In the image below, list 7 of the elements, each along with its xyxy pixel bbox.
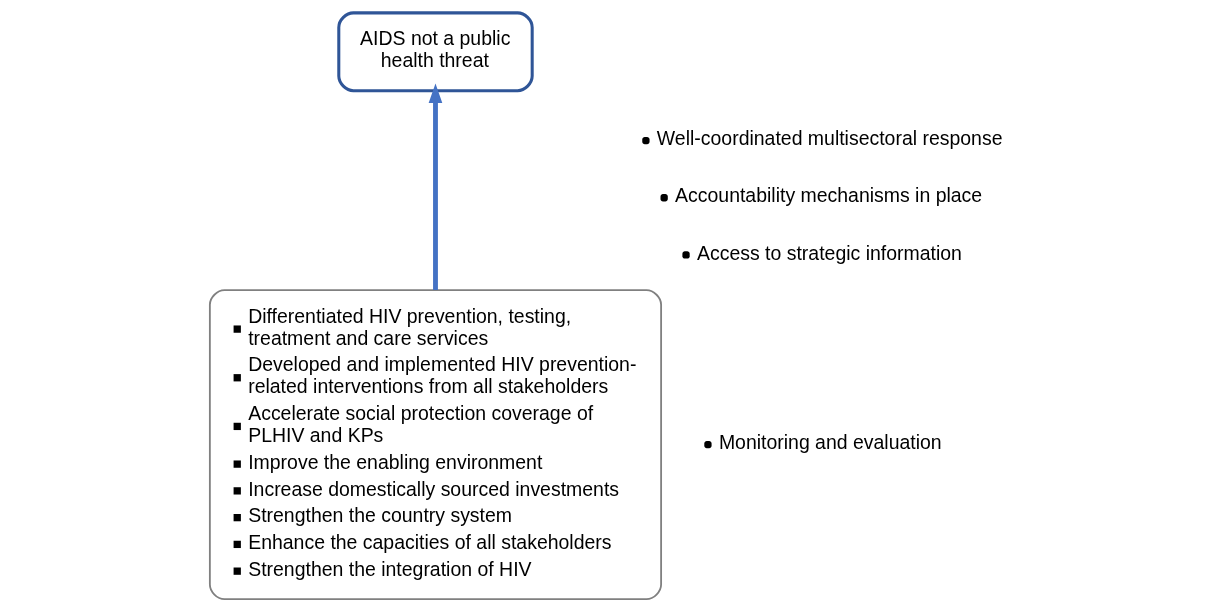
arrow: [428, 83, 443, 290]
node-box: Differentiated HIV prevention, testing, treatment and care services Developed and implemented HIV prevention-related interventions from all stakeholders Accelerate social protection coverage of PLHIV and KPs Improve the enabling environment Increase domestically sourced investments Strengthen the country system Enhance the capacities of all stakeholders Strengthen the integration of HIV: [208, 289, 662, 601]
label: Monitoring and evaluation: [718, 431, 942, 454]
label: Accountability mechanisms in place: [675, 184, 983, 207]
node-box: AIDS not a public health threat: [337, 11, 534, 93]
label: Well-coordinated multisectoral response: [656, 127, 1003, 150]
label: Access to strategic information: [696, 241, 962, 264]
